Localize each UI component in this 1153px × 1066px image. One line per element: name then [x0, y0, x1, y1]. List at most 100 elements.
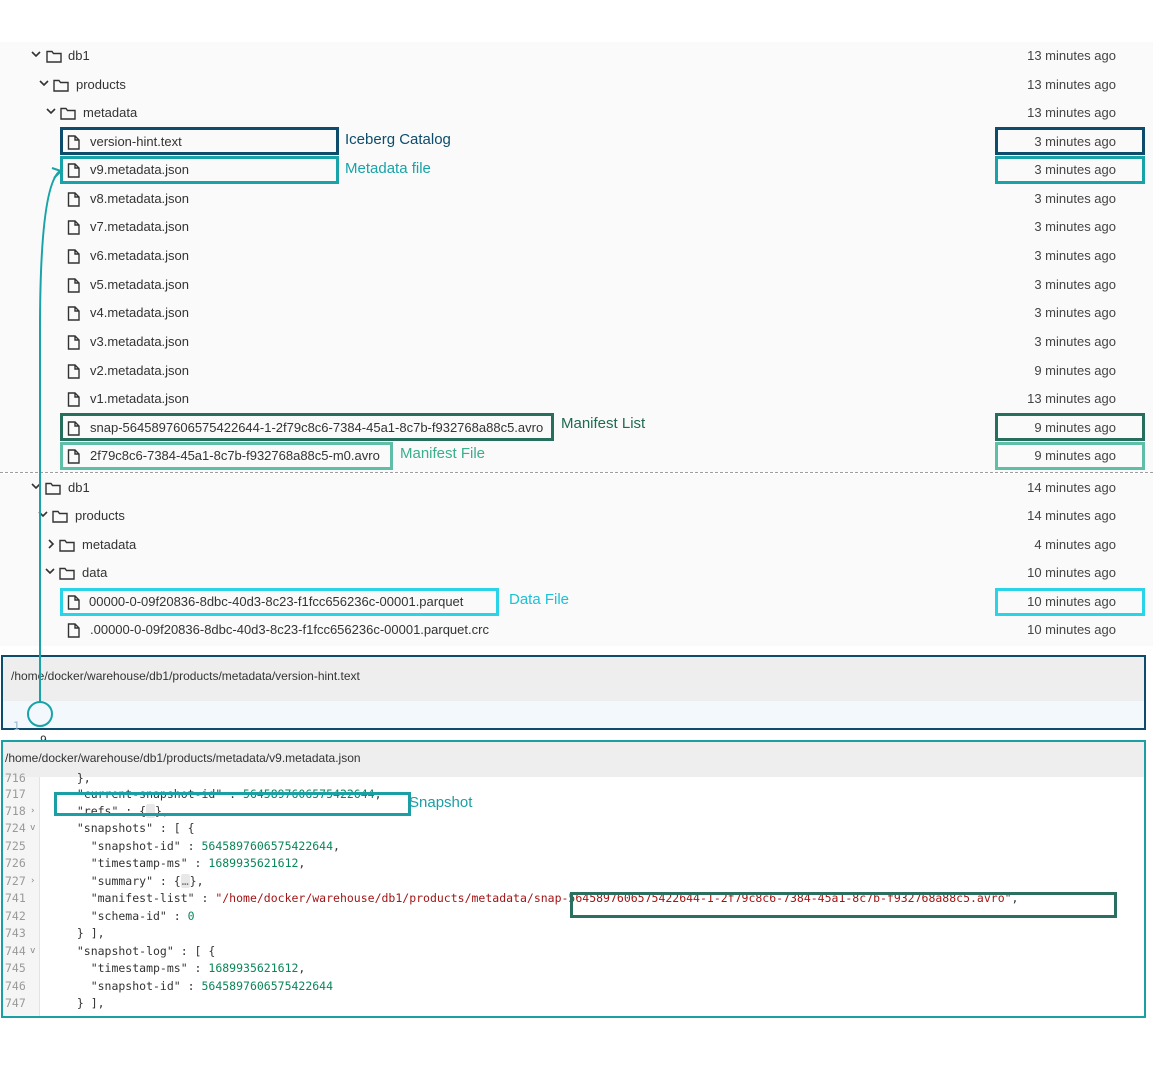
code-token: }, — [155, 804, 169, 818]
code-line[interactable]: 745 "timestamp-ms" : 1689935621612, — [3, 960, 1143, 977]
chevron-down-icon[interactable] — [39, 79, 49, 89]
item-name: v3.metadata.json — [90, 334, 190, 349]
code-token: "timestamp-ms" : — [63, 856, 209, 870]
code-text: "snapshots" : [ { — [63, 820, 195, 837]
metadata-json-path: /home/docker/warehouse/db1/products/meta… — [3, 742, 1144, 777]
modified-time: 9 minutes ago — [1034, 363, 1116, 378]
folder-row[interactable]: db1 14 minutes ago — [0, 474, 1153, 502]
file-icon — [67, 595, 80, 610]
item-name: db1 — [68, 48, 90, 63]
code-text: } ], — [63, 925, 105, 942]
code-line[interactable]: 747 } ], — [3, 995, 1143, 1012]
code-line[interactable]: 726 "timestamp-ms" : 1689935621612, — [3, 855, 1143, 872]
folder-row[interactable]: db1 13 minutes ago — [0, 42, 1153, 70]
code-token[interactable]: … — [146, 804, 156, 818]
code-line[interactable]: 724 v "snapshots" : [ { — [3, 820, 1143, 837]
code-line[interactable]: 742 "schema-id" : 0 — [3, 908, 1143, 925]
chevron-right-icon[interactable] — [46, 539, 56, 549]
snapshot-label: Snapshot — [409, 794, 473, 811]
file-row[interactable]: 2f79c8c6-7384-45a1-8c7b-f932768a88c5-m0.… — [0, 442, 1153, 470]
file-icon — [67, 163, 80, 178]
modified-time: 3 minutes ago — [1034, 134, 1116, 149]
code-text: "schema-id" : 0 — [63, 908, 195, 925]
item-name: v8.metadata.json — [90, 191, 190, 206]
folder-icon — [46, 50, 62, 63]
editor-line[interactable]: 1 9 — [3, 701, 1144, 747]
item-name: v7.metadata.json — [90, 219, 190, 234]
line-number: 725 — [5, 839, 26, 853]
line-number: 717 — [5, 787, 26, 801]
line-number: 744 — [5, 944, 26, 958]
line-number: 716 — [5, 771, 26, 785]
code-area[interactable]: 716 },717 "current-snapshot-id" : 564589… — [3, 771, 1144, 1016]
modified-time: 13 minutes ago — [1027, 48, 1116, 63]
code-token: , — [1011, 891, 1019, 905]
folder-icon — [45, 482, 61, 495]
code-text: "summary" : {…}, — [63, 873, 204, 890]
code-token: "manifest-list" : — [63, 891, 216, 905]
file-row[interactable]: snap-5645897606575422644-1-2f79c8c6-7384… — [0, 414, 1153, 442]
metadata-json-editor[interactable]: /home/docker/warehouse/db1/products/meta… — [1, 740, 1146, 1018]
line-number: 718 — [5, 804, 26, 818]
file-row[interactable]: 00000-0-09f20836-8dbc-40d3-8c23-f1fcc656… — [0, 588, 1153, 616]
code-text: "snapshot-id" : 5645897606575422644, — [63, 838, 340, 855]
code-text: "timestamp-ms" : 1689935621612, — [63, 855, 306, 872]
code-line[interactable]: 743 } ], — [3, 925, 1143, 942]
item-name: db1 — [68, 480, 90, 495]
code-line[interactable]: 716 }, — [3, 770, 1143, 787]
modified-time: 3 minutes ago — [1034, 191, 1116, 206]
code-line[interactable]: 725 "snapshot-id" : 5645897606575422644, — [3, 838, 1143, 855]
modified-time: 14 minutes ago — [1027, 480, 1116, 495]
file-icon — [67, 278, 80, 293]
chevron-down-icon[interactable] — [45, 567, 55, 577]
file-row[interactable]: .00000-0-09f20836-8dbc-40d3-8c23-f1fcc65… — [0, 616, 1153, 644]
chevron-down-icon[interactable] — [38, 510, 48, 520]
code-token: } ], — [63, 926, 105, 940]
code-line[interactable]: 746 "snapshot-id" : 5645897606575422644 — [3, 978, 1143, 995]
fold-toggle-icon[interactable]: v — [30, 946, 36, 956]
code-line[interactable]: 717 "current-snapshot-id" : 564589760657… — [3, 786, 1143, 803]
file-icon — [67, 392, 80, 407]
code-token: , — [298, 961, 306, 975]
code-token: "timestamp-ms" : — [63, 961, 209, 975]
data-file-label: Data File — [509, 591, 570, 608]
file-row[interactable]: v8.metadata.json 3 minutes ago — [0, 185, 1153, 213]
code-line[interactable]: 718› "refs" : {…}, — [3, 803, 1143, 820]
code-token[interactable]: … — [180, 874, 190, 888]
code-token: "summary" : { — [63, 874, 181, 888]
modified-time: 4 minutes ago — [1034, 537, 1116, 552]
file-icon — [67, 335, 80, 350]
chevron-down-icon[interactable] — [31, 482, 41, 492]
version-hint-editor[interactable]: /home/docker/warehouse/db1/products/meta… — [1, 655, 1146, 747]
chevron-down-icon[interactable] — [31, 50, 41, 60]
file-icon — [67, 623, 80, 638]
fold-toggle-icon[interactable]: v — [30, 823, 36, 833]
chevron-down-icon[interactable] — [46, 107, 56, 117]
fold-toggle-icon[interactable]: › — [30, 806, 36, 816]
item-name: metadata — [83, 105, 138, 120]
fold-toggle-icon[interactable]: › — [30, 876, 36, 886]
code-line[interactable]: 741 "manifest-list" : "/home/docker/ware… — [3, 890, 1143, 907]
code-line[interactable]: 727› "summary" : {…}, — [3, 873, 1143, 890]
code-token: "snapshots" : [ { — [63, 821, 195, 835]
code-token: "schema-id" : — [63, 909, 188, 923]
folder-icon — [53, 79, 69, 92]
code-text: "timestamp-ms" : 1689935621612, — [63, 960, 306, 977]
line-number: 724 — [5, 821, 26, 835]
code-token: "snapshot-id" : — [63, 979, 202, 993]
